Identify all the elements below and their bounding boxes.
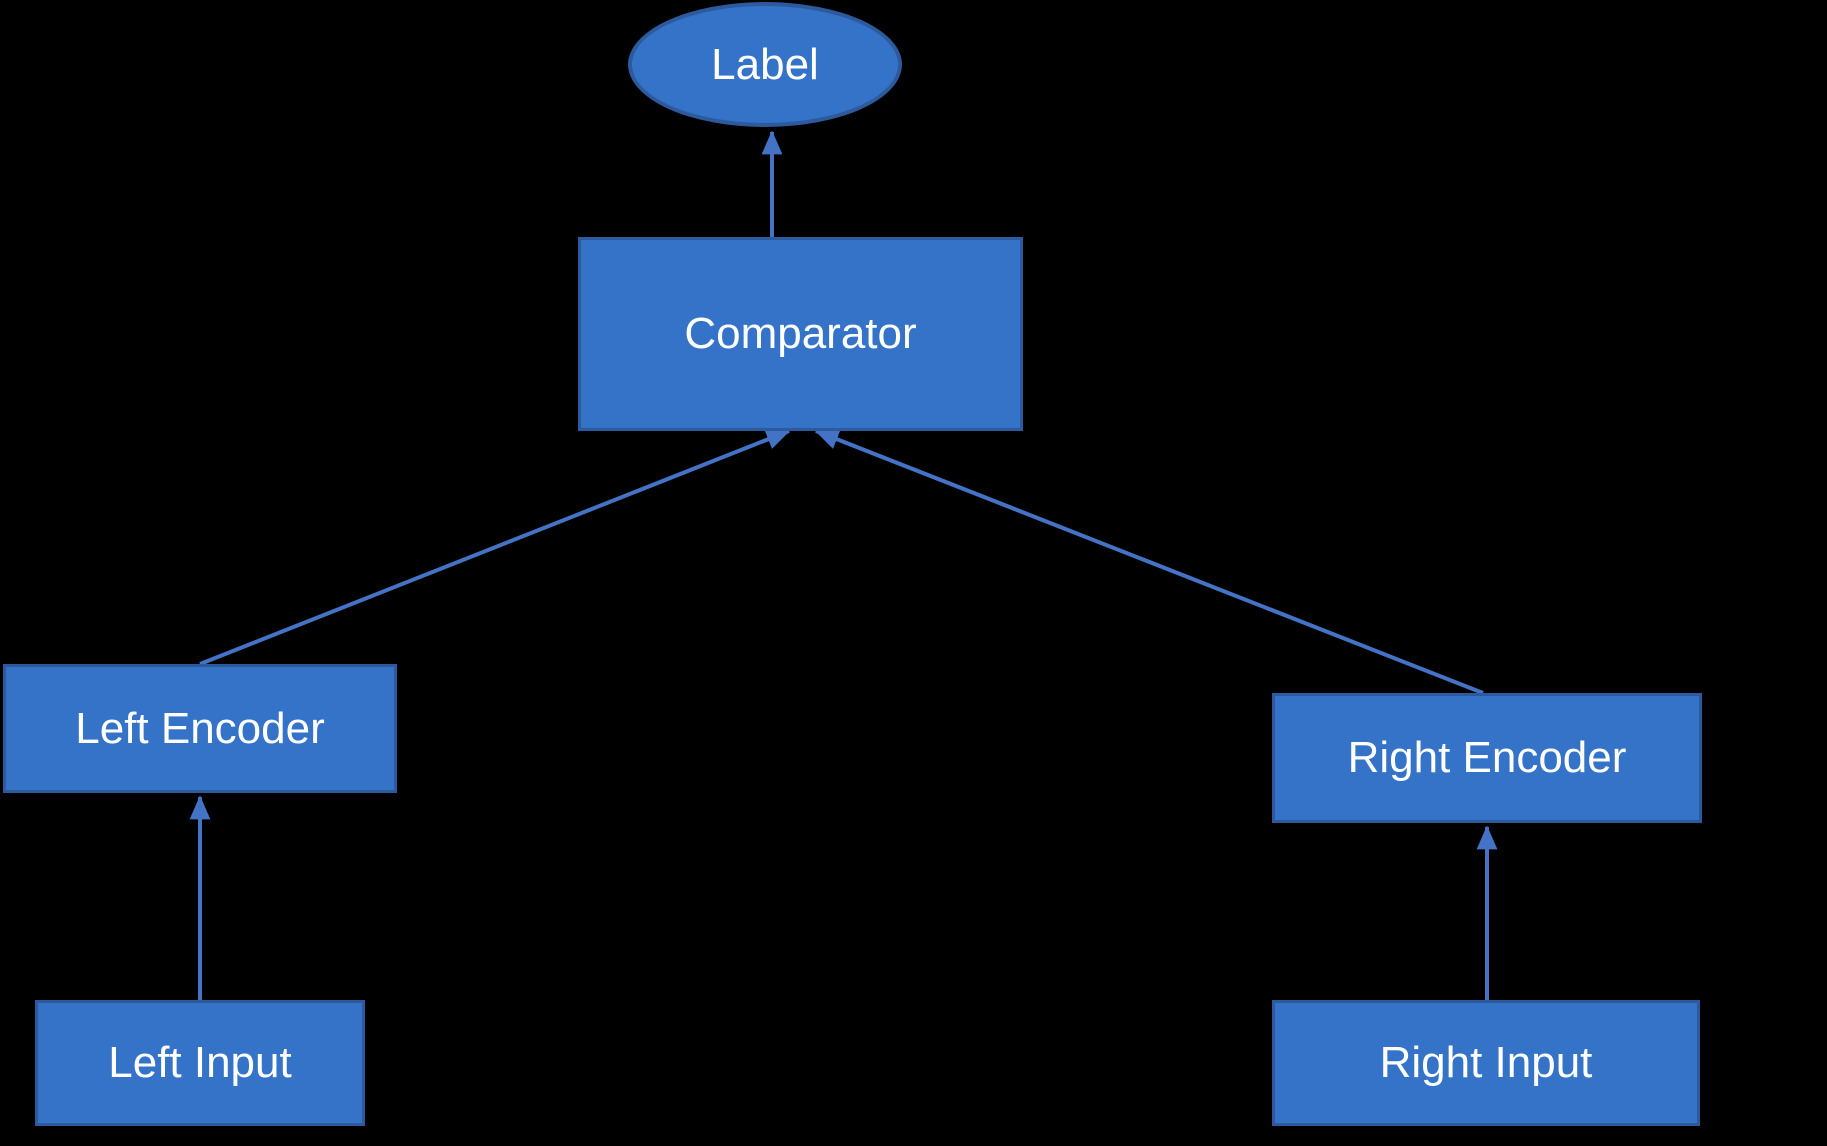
node-left-input: Left Input [35,1000,365,1126]
node-comparator: Comparator [578,237,1023,431]
node-label: Label [628,2,902,127]
edge-right-encoder-to-comparator [814,429,1484,695]
node-right-encoder: Right Encoder [1272,693,1702,823]
node-left-input-text: Left Input [108,1038,292,1087]
node-right-encoder-text: Right Encoder [1347,733,1627,782]
node-comparator-text: Comparator [684,309,917,358]
node-left-encoder-text: Left Encoder [75,703,325,753]
node-right-input: Right Input [1272,1000,1700,1126]
edge-left-encoder-to-comparator [199,429,791,666]
node-label-text: Label [711,39,819,89]
node-left-encoder: Left Encoder [3,664,397,793]
node-right-input-text: Right Input [1379,1038,1593,1087]
